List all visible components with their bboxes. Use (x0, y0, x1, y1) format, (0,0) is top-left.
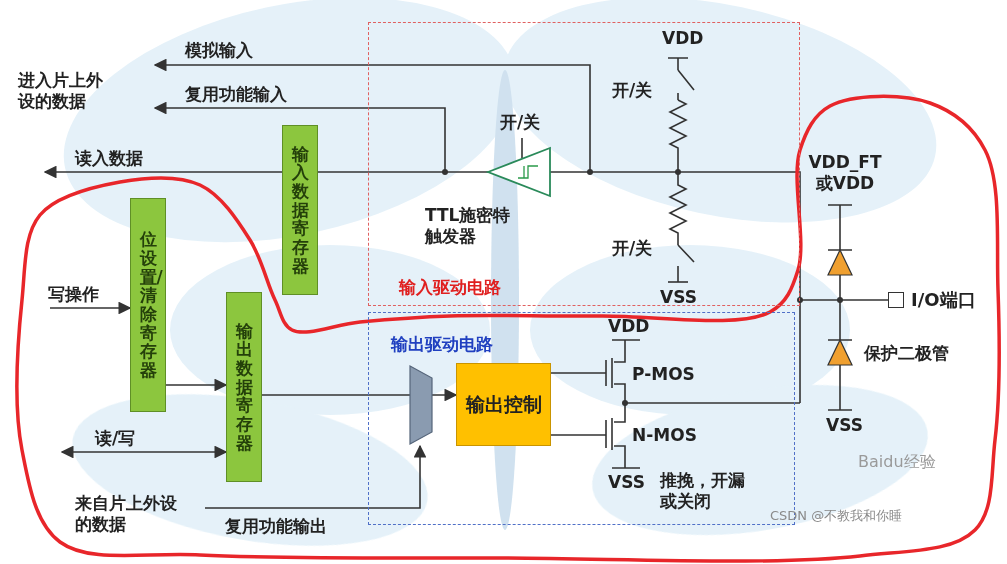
signal-label: VSS (608, 472, 645, 493)
diode-down (828, 340, 852, 365)
signal-label: 模拟输入 (185, 40, 253, 61)
signal-connector (166, 384, 226, 386)
node-label: I/O端口 (911, 288, 976, 312)
signal-label: 保护二极管 (864, 343, 949, 364)
node-label: 输出数据寄存器 (236, 322, 253, 453)
pulldown-resistor (670, 172, 686, 245)
pullup-resistor (670, 100, 686, 172)
io-port: I/O端口 (888, 292, 904, 308)
output-driver-region: 输出驱动电路输出控制 (368, 312, 795, 525)
bit-set-reset-register: 位设置/清除寄存器 (130, 198, 166, 412)
signal-label: 进入片上外 设的数据 (18, 70, 118, 113)
pulldown-switch (678, 245, 694, 282)
mos-output-wire (625, 402, 800, 404)
pmos-symbol (550, 340, 640, 403)
diode-wire (828, 205, 852, 410)
io-wire (800, 299, 888, 301)
input-data-register: 输入数据寄存器 (282, 125, 318, 295)
diode-up (828, 250, 852, 275)
region-title: 输出驱动电路 (391, 333, 493, 356)
signal-label: VDD (662, 28, 703, 49)
read-write-wire (62, 451, 226, 453)
pullup-switch (678, 70, 694, 100)
signal-label: VSS (660, 287, 697, 308)
watermark: Baidu经验 (858, 452, 936, 472)
node-label: 输出控制 (466, 392, 542, 418)
signal-label: N-MOS (632, 425, 697, 446)
signal-label: VDD (608, 316, 649, 337)
nmos-symbol (550, 403, 640, 468)
node-label: 位设置/清除寄存器 (140, 230, 157, 380)
read-data-wire (45, 171, 488, 173)
pin-wire (550, 172, 800, 403)
region-title: 输入驱动电路 (399, 276, 501, 299)
output-data-register: 输出数据寄存器 (226, 292, 262, 482)
signal-label: 开/关 (500, 112, 540, 133)
signal-label: 来自片上外设 的数据 (75, 493, 200, 536)
highlight-outline (17, 96, 999, 561)
signal-label: P-MOS (632, 364, 695, 385)
vss-bar (668, 281, 688, 283)
signal-label: 读/写 (95, 428, 135, 449)
signal-label: VSS (826, 415, 863, 436)
signal-label: 复用功能输入 (185, 84, 287, 105)
watermark: CSDN @不教我和你睡 (770, 508, 902, 524)
vdd-bar (668, 58, 688, 70)
output-control-box: 输出控制 (456, 363, 551, 446)
diode-bars (828, 250, 852, 340)
input-driver-region: 输入驱动电路 (368, 22, 800, 306)
signal-label: 开/关 (612, 238, 652, 259)
signal-label: 推挽，开漏 或关闭 (660, 470, 780, 513)
signal-label: VDD_FT 或VDD (800, 152, 890, 195)
node-label: 输入数据寄存器 (292, 145, 309, 276)
multiplexer (410, 366, 432, 444)
signal-label: 写操作 (48, 284, 99, 305)
write-wire (50, 307, 130, 309)
signal-label: 开/关 (612, 80, 652, 101)
signal-label: TTL施密特 触发器 (425, 205, 535, 248)
wires (45, 58, 888, 508)
analog-input-wire (155, 65, 590, 172)
signal-label: 复用功能输出 (225, 516, 327, 537)
butterfly-background (41, 0, 957, 564)
highlight-outline (17, 96, 999, 561)
schmitt-trigger (488, 148, 550, 196)
signal-label: 读入数据 (75, 148, 143, 169)
hysteresis-mark (518, 166, 538, 178)
trigger-enable-wire (521, 138, 523, 158)
